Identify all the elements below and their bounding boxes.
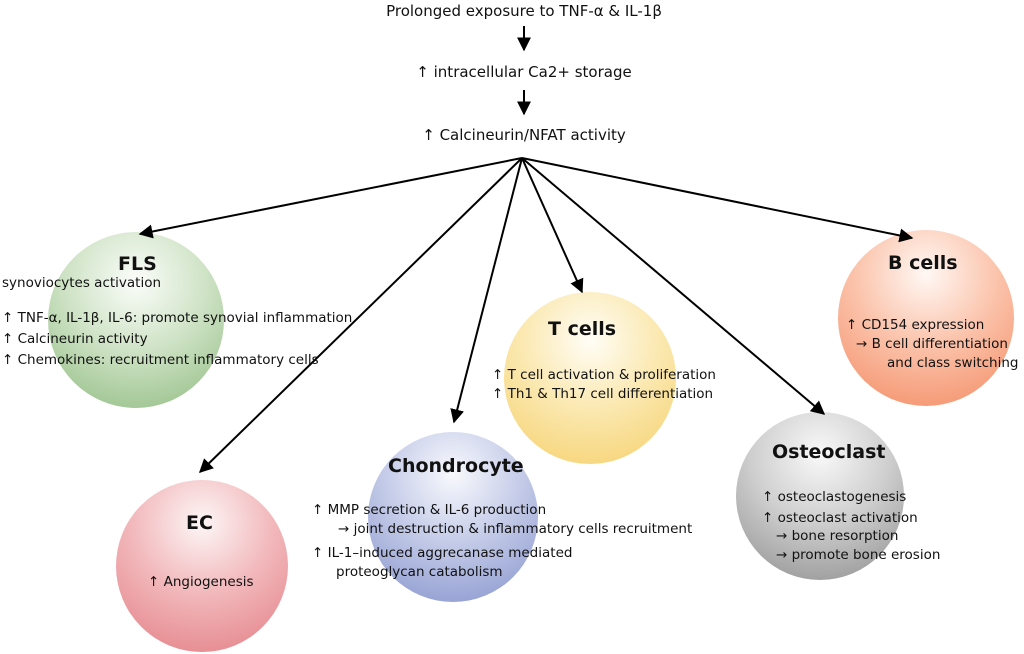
- osteoclast-line-1: ↑ osteoclastogenesis: [762, 489, 907, 505]
- chondrocyte-title: Chondrocyte: [388, 455, 524, 477]
- fls-subtitle: synoviocytes activation: [2, 275, 162, 291]
- flow-step-exposure: Prolonged exposure to TNF-α & IL-1β: [386, 2, 662, 20]
- ec-circle: [116, 480, 288, 652]
- arrow-to-fls: [138, 157, 523, 239]
- bcells-line-2: → B cell differentiation: [856, 336, 1008, 352]
- osteoclast-title: Osteoclast: [772, 441, 886, 463]
- chondrocyte-line-1: ↑ MMP secretion & IL-6 production: [312, 502, 547, 518]
- bcells-line-1: ↑ CD154 expression: [846, 317, 985, 333]
- fls-line-1: ↑ TNF-α, IL-1β, IL-6: promote synovial i…: [2, 310, 353, 326]
- arrow-to-ec: [198, 157, 523, 473]
- osteoclast-circle: [736, 412, 904, 580]
- tcells-circle: [504, 292, 676, 464]
- osteoclast-line-4: → promote bone erosion: [776, 547, 941, 563]
- bcells-circle: [838, 230, 1014, 406]
- tcells-title: T cells: [548, 318, 617, 340]
- fls-circle: [48, 232, 224, 408]
- chondrocyte-circle: [368, 432, 538, 602]
- chondrocyte-line-2: → joint destruction & inflammatory cells…: [338, 521, 693, 537]
- arrow-to-chondrocyte: [450, 157, 523, 424]
- arrow-to-bcells: [521, 157, 914, 243]
- arrow-to-osteoclast: [521, 157, 826, 415]
- fls-title: FLS: [118, 253, 157, 275]
- flow-step-ca-storage: ↑ intracellular Ca2+ storage: [416, 63, 632, 81]
- chondrocyte-line-4: proteoglycan catabolism: [336, 564, 503, 580]
- flow-step-calcineurin: ↑ Calcineurin/NFAT activity: [422, 126, 626, 144]
- bcells-title: B cells: [888, 252, 958, 274]
- arrow-to-tcells: [521, 157, 584, 294]
- fls-line-3: ↑ Chemokines: recruitment inflammatory c…: [2, 352, 319, 368]
- bcells-line-3: and class switching: [887, 355, 1019, 371]
- osteoclast-line-2: ↑ osteoclast activation: [762, 510, 918, 526]
- fls-line-2: ↑ Calcineurin activity: [2, 331, 148, 347]
- tcells-line-1: ↑ T cell activation & proliferation: [492, 367, 716, 383]
- osteoclast-line-3: → bone resorption: [776, 528, 899, 544]
- tcells-line-2: ↑ Th1 & Th17 cell differentiation: [492, 386, 714, 402]
- ec-line-1: ↑ Angiogenesis: [148, 574, 254, 590]
- ec-title: EC: [186, 512, 213, 534]
- chondrocyte-line-3: ↑ IL-1–induced aggrecanase mediated: [312, 545, 573, 561]
